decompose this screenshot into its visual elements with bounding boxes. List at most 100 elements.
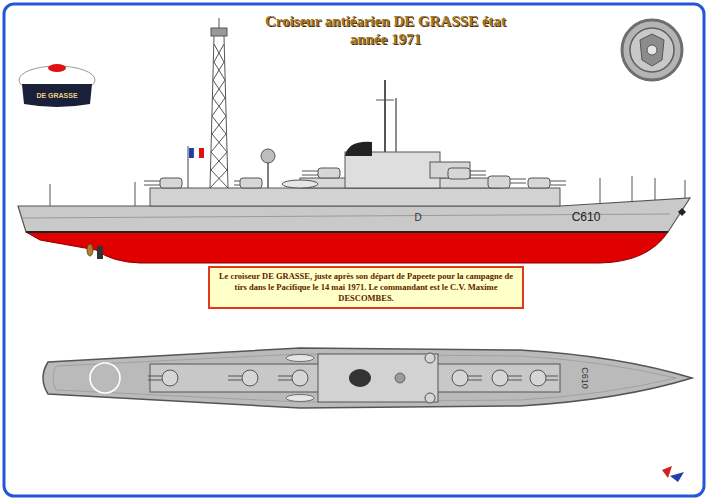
page-frame: [4, 4, 704, 496]
plan-view: [349, 369, 371, 387]
radar-dish: [267, 162, 269, 188]
medal: [640, 34, 664, 66]
cap-ribbon-text: DE GRASSE: [36, 92, 77, 100]
title: Croiseur antiéarien DE GRASSE état année…: [263, 12, 508, 48]
plan-view: [43, 348, 692, 408]
gun-turret: [318, 168, 340, 178]
whip-antenna: [600, 178, 601, 203]
lattice-mast: [219, 18, 220, 28]
gun-turret: [470, 175, 486, 176]
plan-view: [90, 363, 120, 393]
side-profile: [678, 208, 686, 216]
flag: [189, 148, 194, 158]
gun-turret: [448, 168, 470, 179]
hull-number: C610: [572, 211, 601, 224]
page-frame: [4, 4, 704, 496]
gun-turret: [510, 183, 526, 184]
side-profile: [345, 142, 372, 156]
gun-turret: [492, 370, 508, 386]
gun-turret: [550, 185, 566, 186]
lattice-mast: [211, 44, 228, 188]
gun-turret: [144, 185, 160, 186]
gun-turret: [240, 178, 262, 188]
plan-view: [318, 354, 438, 402]
gun-turret: [452, 370, 468, 386]
caption: Le croiseur DE GRASSE, juste après son d…: [208, 266, 524, 309]
plan-view: [43, 348, 692, 408]
gun-turret: [550, 181, 566, 182]
sailor-cap: [48, 64, 66, 72]
radar-dish: [261, 149, 275, 188]
gun-turret: [148, 376, 162, 377]
plan-view: [395, 373, 405, 383]
medal: [647, 45, 657, 55]
whip-antenna: [50, 176, 685, 206]
gun-turret: [546, 376, 558, 377]
deck-number: C610: [579, 367, 589, 389]
gun-turret: [144, 168, 566, 188]
whip-antenna: [655, 178, 656, 200]
flag: [199, 148, 204, 158]
gun-turret: [242, 370, 258, 386]
gun-turret: [162, 370, 178, 386]
side-profile: [87, 244, 93, 256]
flag: [188, 146, 189, 188]
gun-turret: [468, 376, 482, 377]
gun-turret: [546, 380, 558, 381]
gun-turret: [470, 171, 486, 172]
side-profile: [430, 162, 470, 178]
gun-turret: [292, 370, 308, 386]
plan-view: [286, 395, 314, 402]
sailor-cap: [19, 64, 95, 107]
gun-turret: [425, 353, 435, 363]
gun-turret: [148, 353, 558, 403]
gun-turret: [468, 380, 482, 381]
plan-view: [53, 354, 676, 402]
side-profile: [97, 246, 103, 259]
gun-turret: [278, 376, 292, 377]
lattice-mast: [210, 36, 228, 188]
side-profile: [395, 98, 397, 152]
side-profile: [150, 188, 560, 206]
side-profile: [282, 180, 318, 188]
lattice-mast: [211, 28, 227, 36]
side-profile: [376, 100, 394, 101]
gun-turret: [528, 178, 550, 188]
side-profile: [18, 18, 690, 263]
artist-mark: [670, 472, 684, 482]
medal: [622, 20, 682, 80]
plan-view: [286, 355, 314, 362]
gun-turret: [234, 185, 240, 186]
gun-turret: [228, 380, 242, 381]
sailor-cap: [22, 84, 92, 107]
artist-mark: [662, 466, 684, 482]
gun-turret: [510, 179, 526, 180]
gun-turret: [302, 175, 318, 176]
lattice-mast: [210, 18, 228, 188]
gun-turret: [278, 380, 292, 381]
gun-turret: [488, 176, 510, 188]
side-profile: [345, 152, 440, 188]
side-profile: [26, 231, 668, 233]
whip-antenna: [50, 184, 51, 206]
gun-turret: [530, 370, 546, 386]
medal: [630, 28, 674, 72]
medal: [622, 20, 682, 80]
gun-turret: [144, 181, 160, 182]
radar-dish: [261, 149, 275, 163]
whip-antenna: [632, 176, 633, 201]
side-profile: [26, 232, 668, 263]
flag: [188, 146, 204, 188]
gun-turret: [425, 393, 435, 403]
gun-turret: [148, 380, 162, 381]
hull-mark: D: [414, 212, 421, 223]
flag: [194, 148, 199, 158]
gun-turret: [228, 376, 242, 377]
gun-turret: [234, 181, 240, 182]
side-profile: [384, 80, 386, 152]
whip-antenna: [685, 180, 686, 198]
gun-turret: [508, 376, 522, 377]
gun-turret: [508, 380, 522, 381]
